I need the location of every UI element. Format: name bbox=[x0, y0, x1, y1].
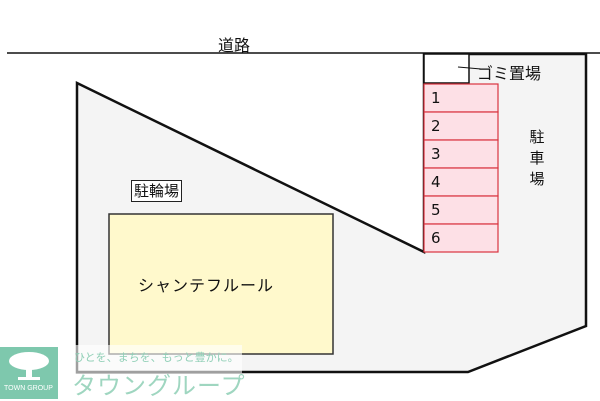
parking-slot-number: 4 bbox=[431, 173, 441, 191]
garbage-leader-line bbox=[457, 66, 482, 70]
logo-text: TOWN GROUP bbox=[4, 385, 53, 392]
road-label: 道路 bbox=[218, 36, 251, 55]
parking-slot-number: 2 bbox=[431, 117, 441, 135]
watermark-backdrop bbox=[70, 345, 242, 373]
building-name: シャンテフルール bbox=[138, 276, 275, 295]
parking-slot bbox=[423, 139, 499, 169]
parking-slot-number: 5 bbox=[431, 201, 441, 219]
bicycle-parking-label: 駐輪場 bbox=[131, 180, 183, 202]
parking-slot-number: 3 bbox=[431, 145, 441, 163]
garbage-area bbox=[423, 53, 470, 84]
parking-label: 駐車場 bbox=[529, 128, 545, 188]
town-group-logo bbox=[0, 347, 58, 399]
brand-name: タウングループ bbox=[72, 372, 246, 400]
parking-slot bbox=[423, 83, 499, 113]
parking-slot-number: 6 bbox=[431, 229, 441, 247]
parking-slot bbox=[423, 223, 499, 253]
building bbox=[108, 213, 334, 355]
tree-icon bbox=[9, 352, 49, 380]
parking-slot bbox=[423, 195, 499, 225]
tagline: ひとを、まちを、もっと豊かに。 bbox=[74, 351, 239, 364]
parking-slots bbox=[423, 83, 499, 253]
garbage-label: ゴミ置場 bbox=[477, 64, 542, 83]
parking-slot-number: 1 bbox=[431, 89, 441, 107]
